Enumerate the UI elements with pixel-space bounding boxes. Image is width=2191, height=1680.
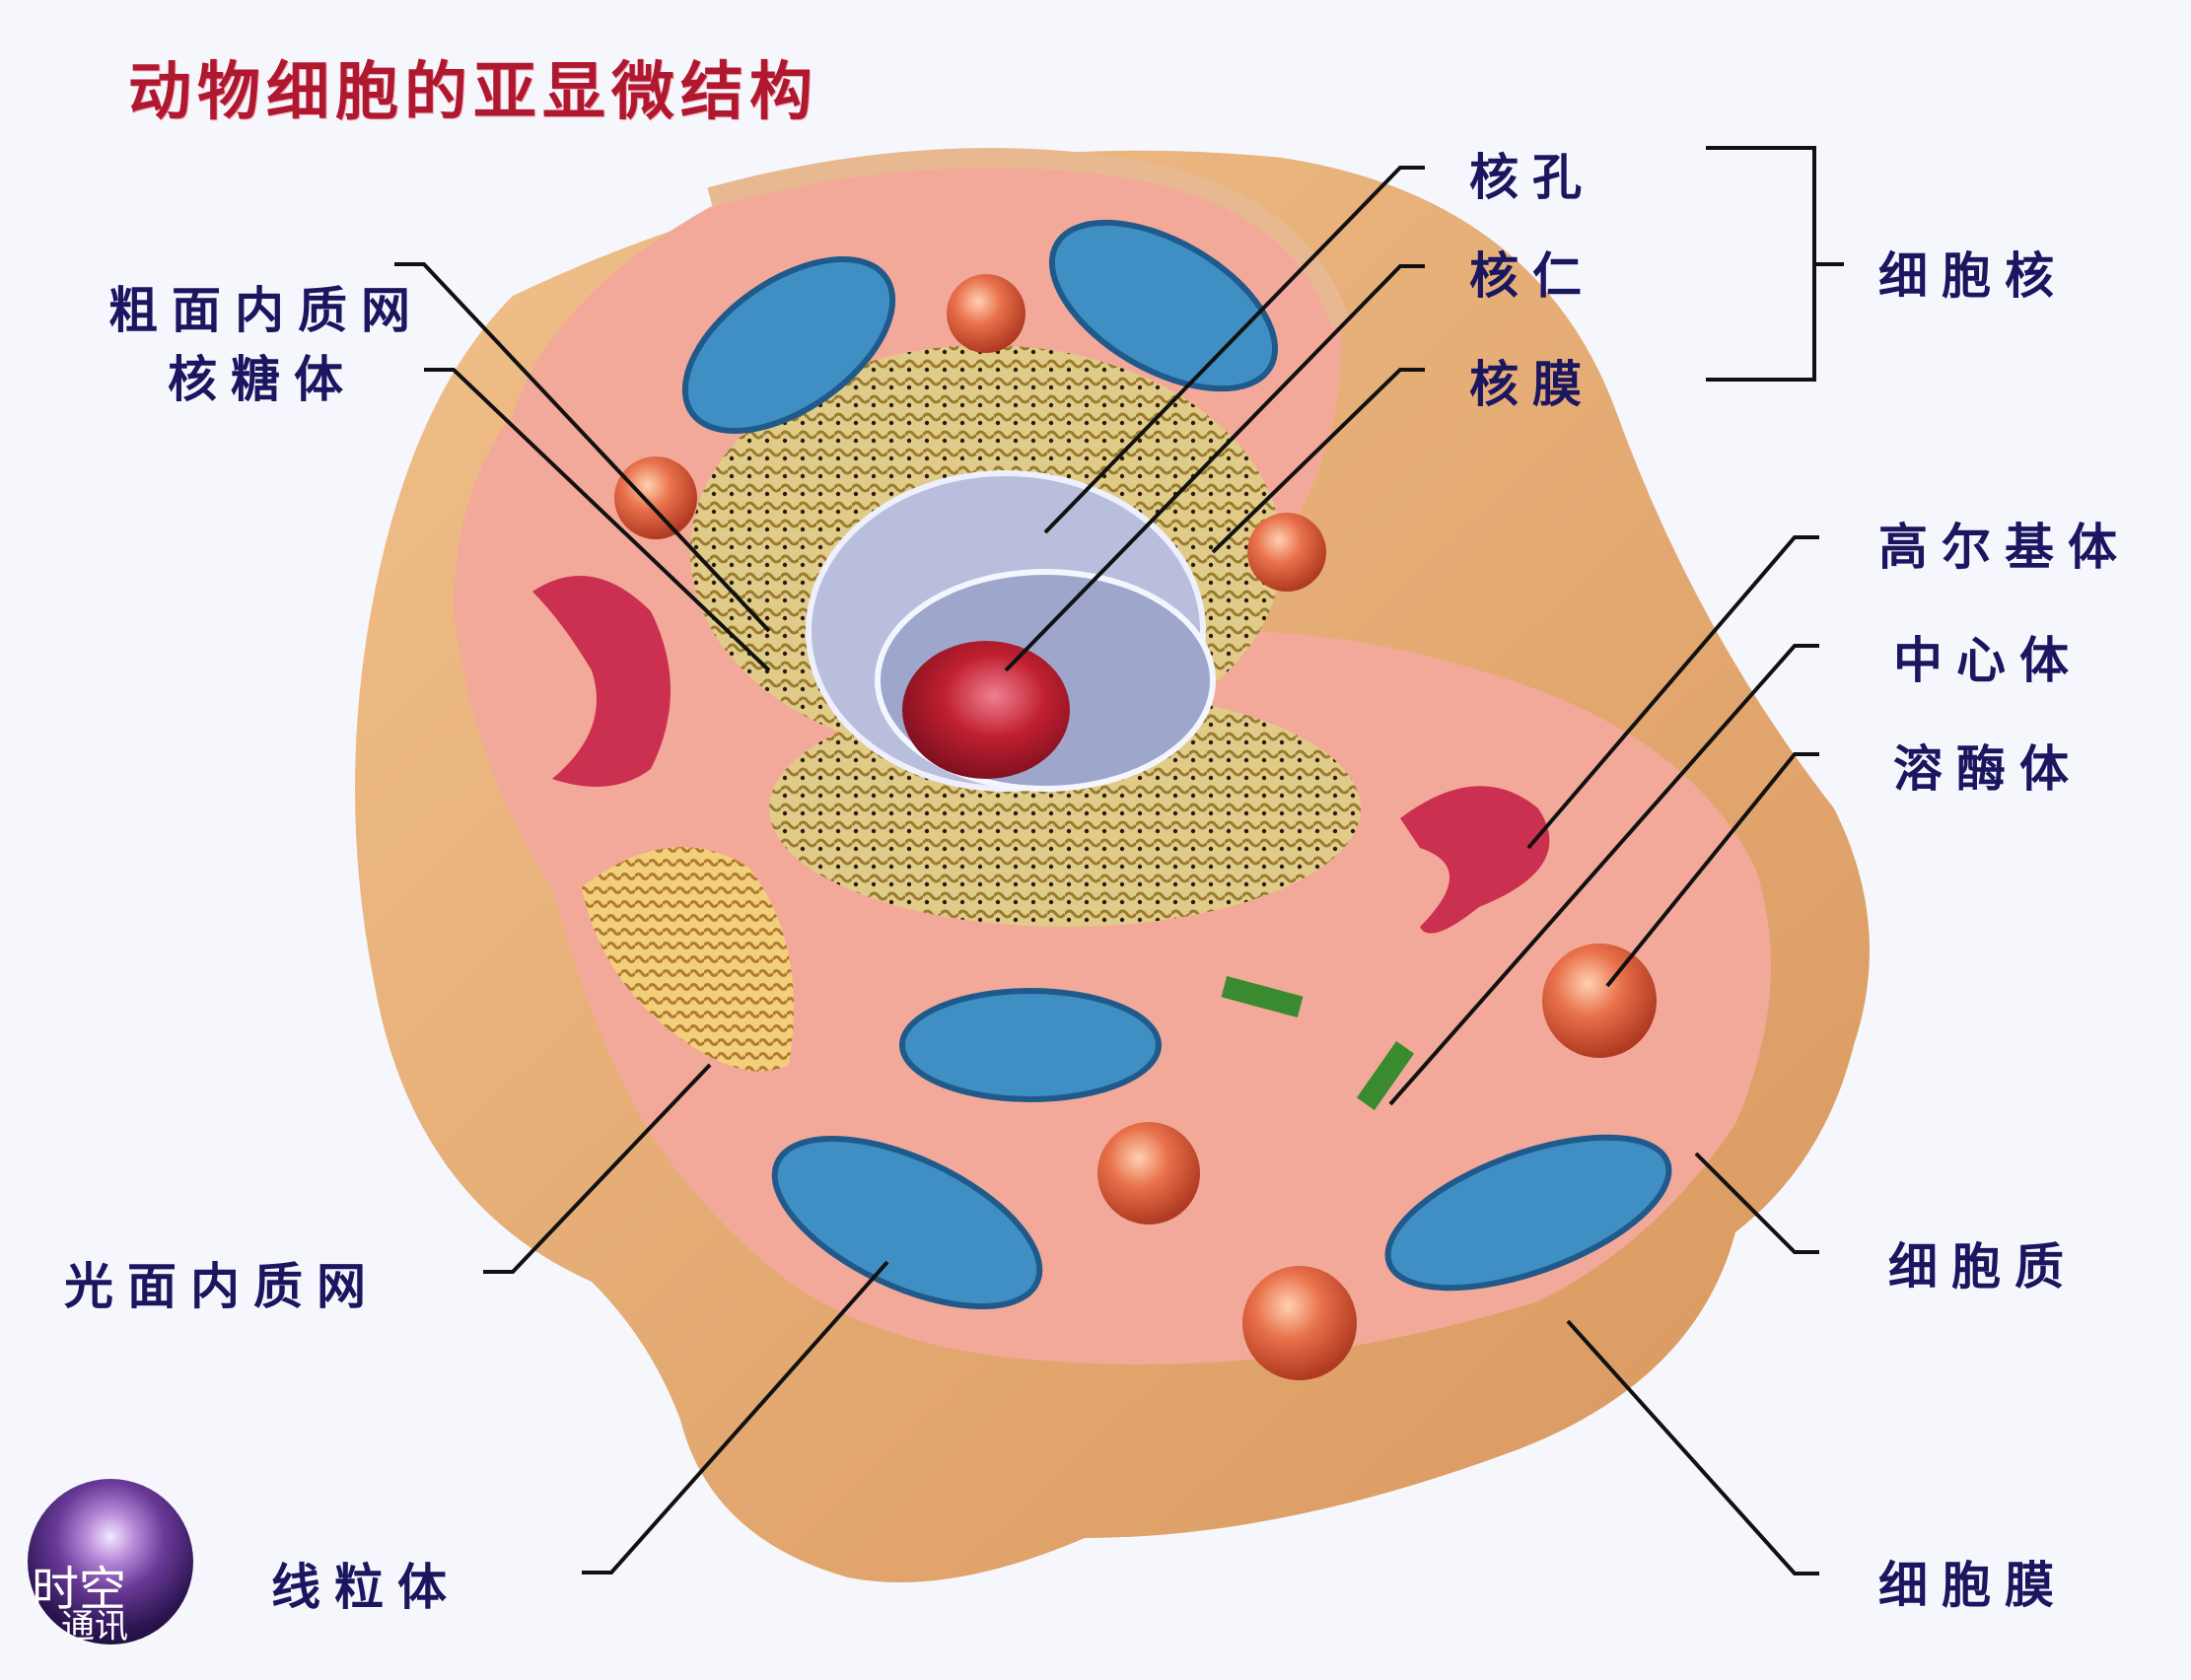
label-nuclear-pore: 核孔 [1469,148,1595,206]
lysosome [1247,513,1326,592]
watermark-logo [28,1479,193,1645]
mitochondria [681,219,1672,1310]
centrosome [1221,976,1415,1110]
watermark-text-2: 通讯 [61,1607,128,1646]
lysosome [1097,1122,1200,1225]
golgi-apparatus [532,576,671,787]
mitochondrion [681,255,896,435]
label-lysosome: 溶酶体 [1893,739,2083,798]
label-cytoplasm: 细胞质 [1888,1237,2078,1295]
nucleolus [902,641,1070,779]
smooth-er [582,847,794,1072]
label-nuclear-envelope: 核膜 [1469,355,1595,413]
label-smooth-er: 光面内质网 [64,1257,380,1315]
mitochondrion [771,1135,1043,1310]
lysosomes [614,274,1657,1380]
label-nucleolus: 核仁 [1469,246,1595,305]
diagram-title: 动物细胞的亚显微结构 [128,55,818,129]
label-centrosome: 中心体 [1893,631,2083,689]
mitochondrion [899,988,1162,1102]
label-nucleus: 细胞核 [1878,246,2068,305]
mitochondrion [1048,219,1279,392]
golgi-apparatus-right [1400,786,1550,934]
label-mitochondrion: 线粒体 [271,1558,460,1616]
lysosome [947,274,1025,353]
lysosome [614,456,697,539]
watermark-text-1: 时空 [32,1562,127,1617]
label-ribosome: 核糖体 [168,350,357,408]
lysosome [1542,944,1657,1058]
label-rough-er: 粗面内质网 [108,281,424,339]
lysosome [1242,1266,1357,1380]
leader-lines [394,146,1844,1575]
label-golgi: 高尔基体 [1878,518,2131,576]
mitochondrion [1384,1134,1672,1292]
label-cell-membrane: 细胞膜 [1878,1556,2068,1614]
